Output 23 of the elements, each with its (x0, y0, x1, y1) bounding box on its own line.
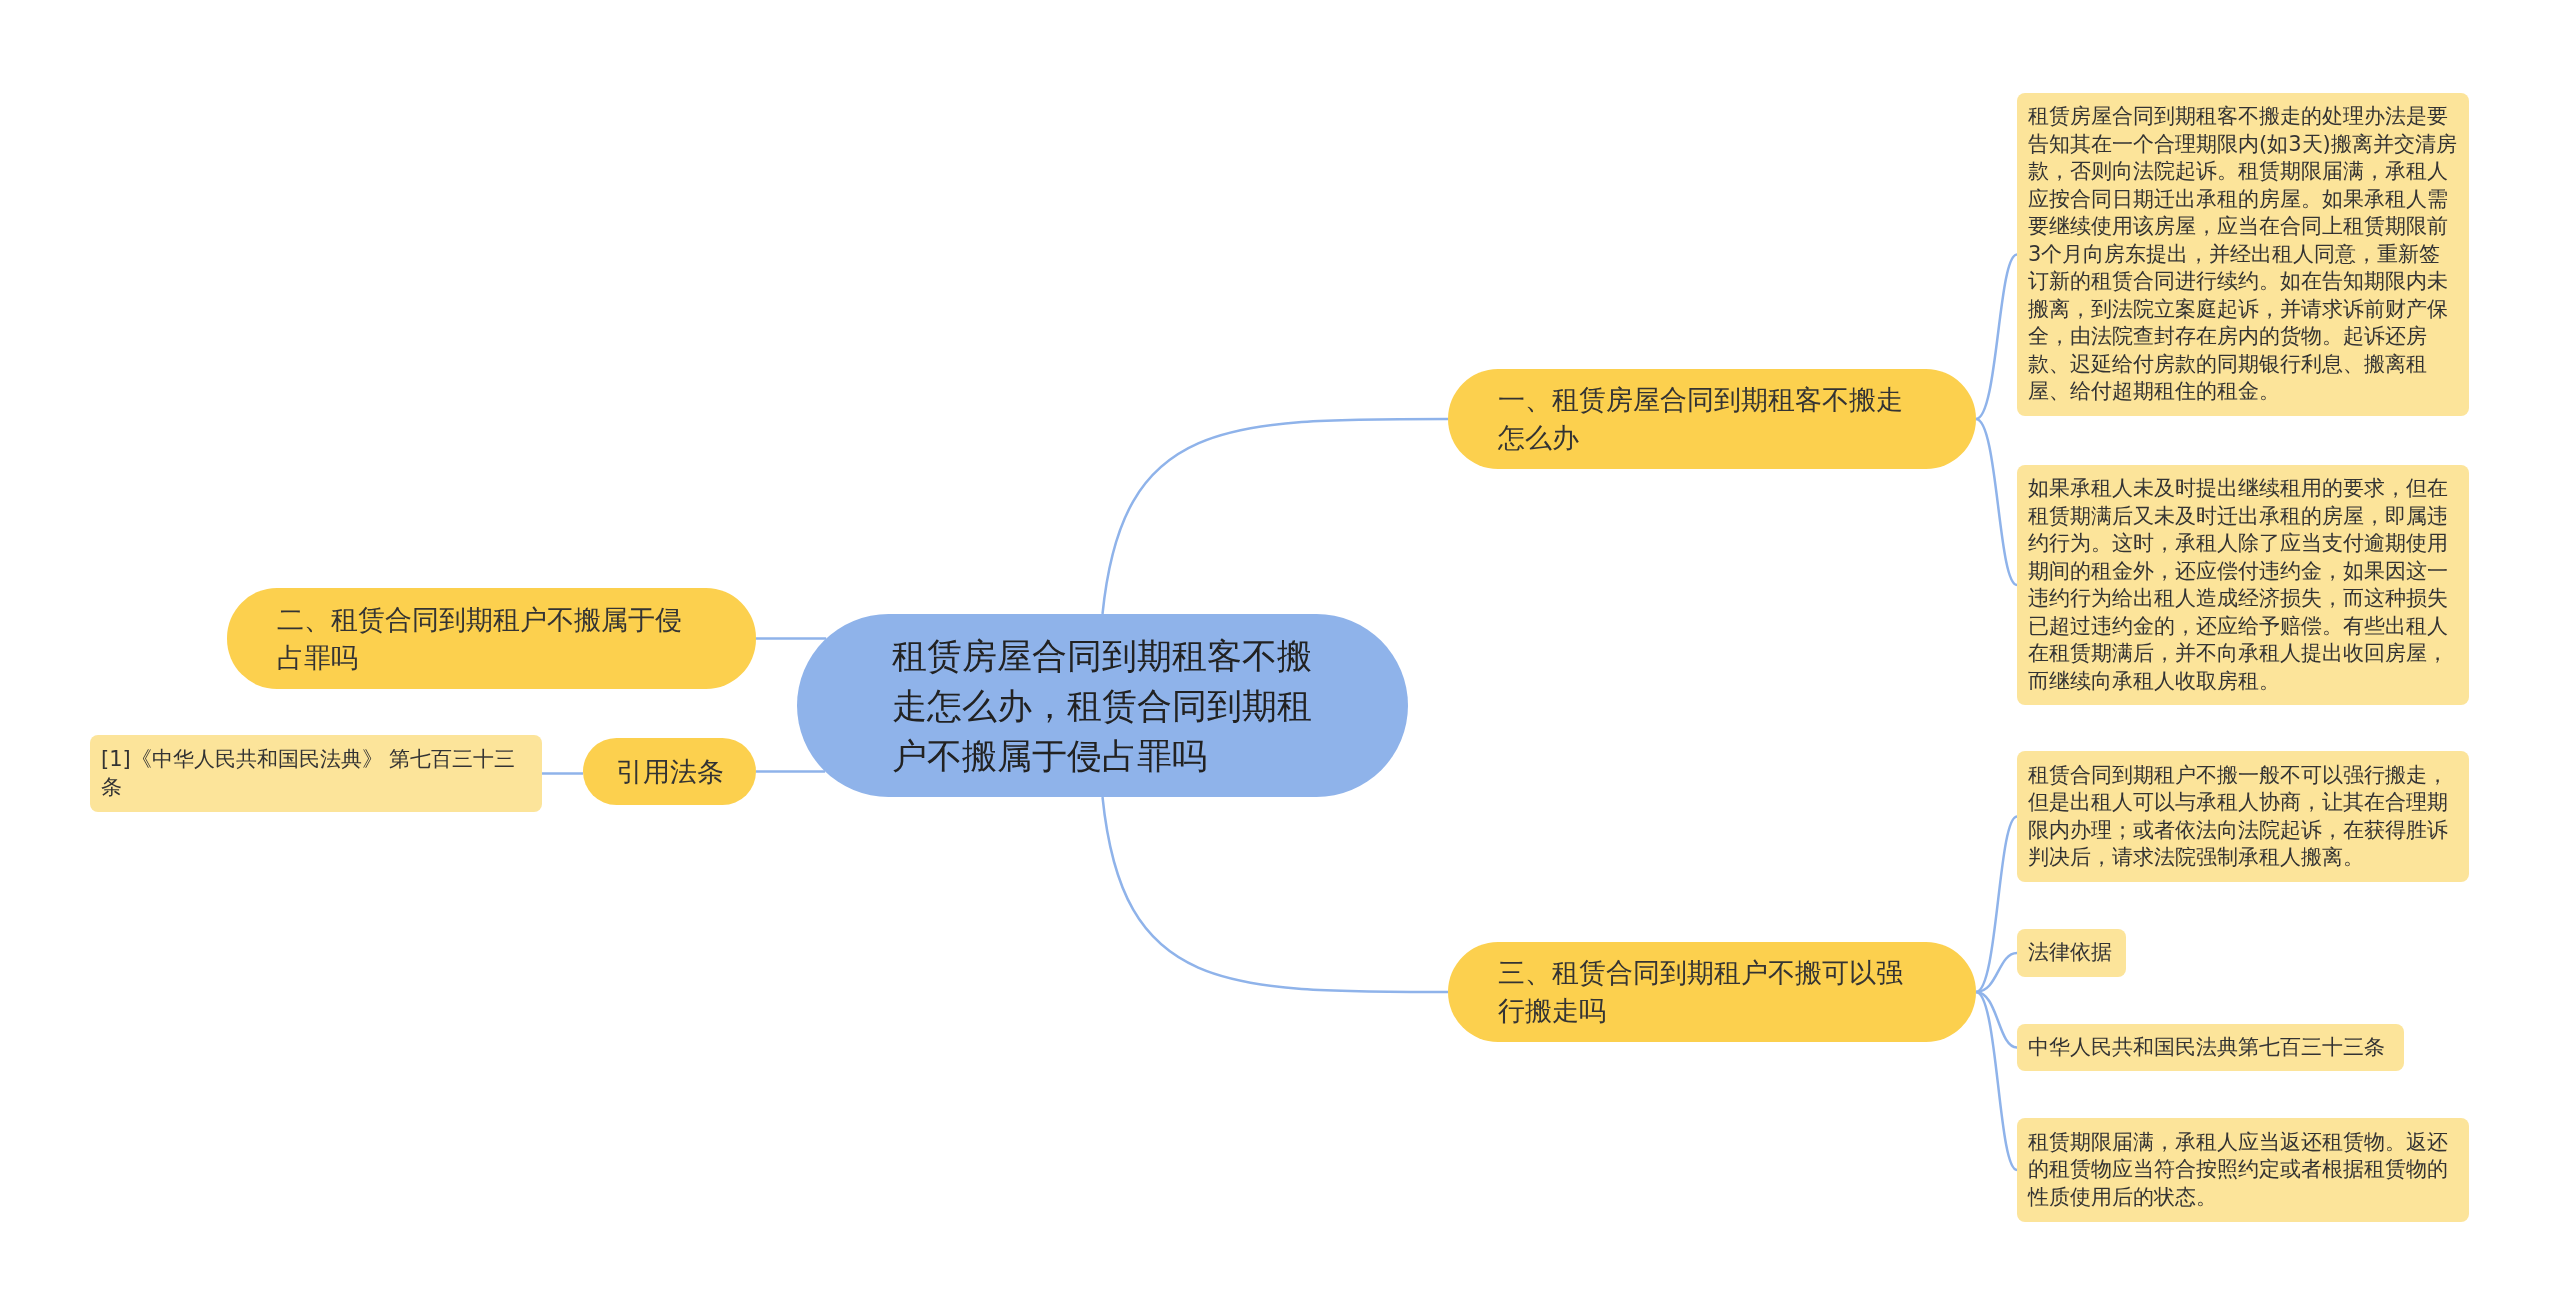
note-box: 法律依据 (2017, 929, 2126, 977)
connector-line (1101, 417, 1448, 615)
connector-line (1975, 951, 2018, 994)
connector-line (756, 637, 827, 640)
topic-box: 一、租赁房屋合同到期租客不搬走怎么办 (1448, 369, 1976, 469)
note-box: 如果承租人未及时提出继续租用的要求，但在租赁期满后又未及时迁出承租的房屋，即属违约行为。这时，承租人除了应当支付逾期使用期间的租金外，还应偿付违约金，如果因这一违约行为给出租人造成经济损失，而这种损失已超过违约金的，还应给予赔偿。有些出租人在租赁期满后，并不向承租人提出收回房屋，而继续向承租人收取房租。 (2017, 465, 2469, 705)
topic-box: 引用法条 (583, 738, 756, 805)
connector-line (1975, 990, 2018, 1049)
note-box: 中华人民共和国民法典第七百三十三条 (2017, 1024, 2404, 1071)
connector-line (756, 770, 826, 773)
topic-box: 三、租赁合同到期租户不搬可以强行搬走吗 (1448, 942, 1976, 1042)
connector-line (1975, 990, 2018, 1171)
topic-box: 二、租赁合同到期租户不搬属于侵占罪吗 (227, 588, 756, 689)
note-box: 租赁合同到期租户不搬一般不可以强行搬走，但是出租人可以与承租人协商，让其在合理期限内办理；或者依法向法院起诉，在获得胜诉判决后，请求法院强制承租人搬离。 (2017, 751, 2469, 882)
connector-line (1975, 815, 2018, 994)
connector-line (1101, 796, 1448, 994)
central-topic: 租赁房屋合同到期租客不搬走怎么办，租赁合同到期租户不搬属于侵占罪吗 (797, 614, 1408, 797)
connector-line (1975, 253, 2018, 421)
connector-line (1975, 417, 2018, 586)
note-box: [1]《中华人民共和国民法典》 第七百三十三条 (90, 735, 542, 812)
note-box: 租赁期限届满，承租人应当返还租赁物。返还的租赁物应当符合按照约定或者根据租赁物的性质使用后的状态。 (2017, 1118, 2469, 1222)
connector-line (542, 772, 583, 775)
note-box: 租赁房屋合同到期租客不搬走的处理办法是要告知其在一个合理期限内(如3天)搬离并交清房款，否则向法院起诉。租赁期限届满，承租人应按合同日期迁出承租的房屋。如果承租人需要继续使用该房屋，应当在合同上租赁期限前3个月向房东提出，并经出租人同意，重新签订新的租赁合同进行续约。如在告知期限内未搬离，到法院立案庭起诉，并请求诉前财产保全，由法院查封存在房内的货物。起诉还房款、迟延给付房款的同期银行利息、搬离租屋、给付超期租住的租金。 (2017, 93, 2469, 416)
